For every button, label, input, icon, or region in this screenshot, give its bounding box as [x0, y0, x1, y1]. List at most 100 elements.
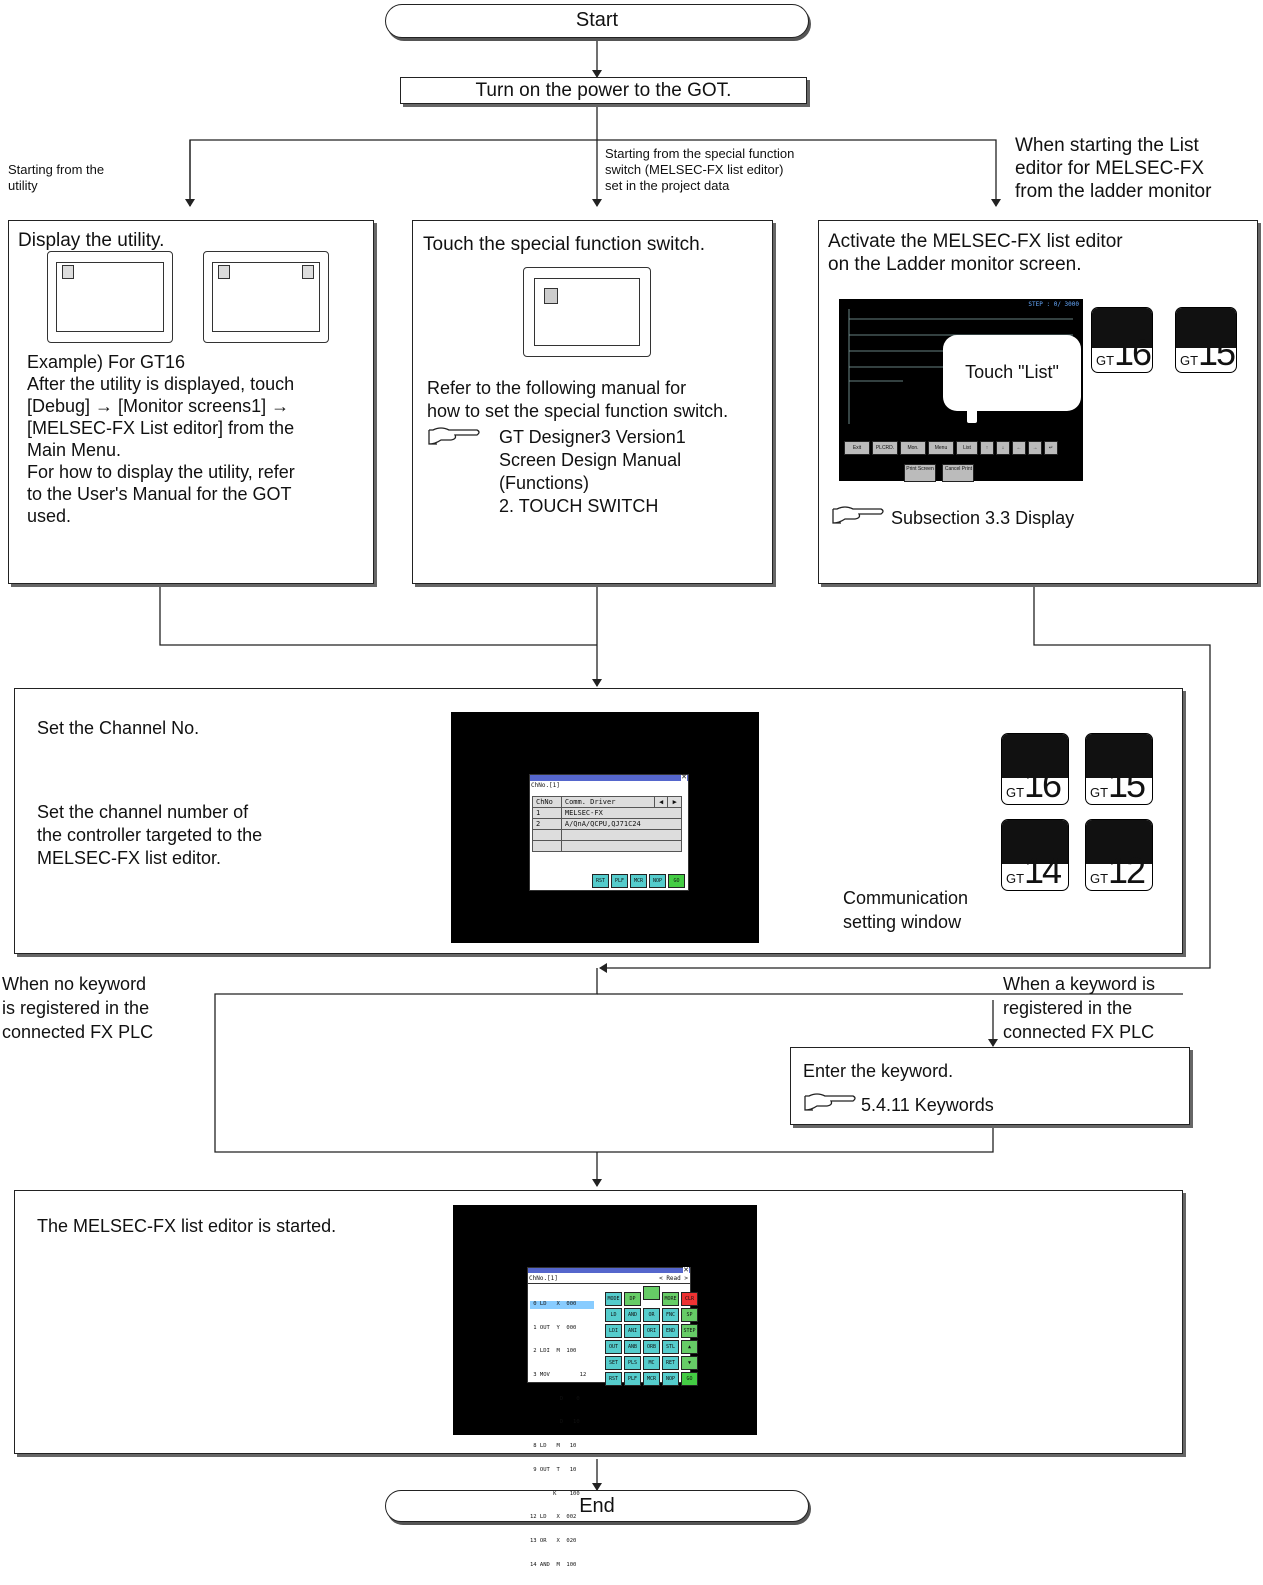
editor-status: < Read > [659, 1275, 688, 1282]
ladder-button[interactable]: ↵ [1044, 441, 1058, 455]
connector [159, 585, 597, 646]
list-line[interactable]: 0 LD X 000 [530, 1300, 594, 1309]
down-key[interactable]: ▼ [681, 1356, 698, 1370]
ladder-button[interactable]: Mon. [900, 441, 926, 455]
key[interactable]: END [662, 1324, 679, 1338]
list-line[interactable]: D 10 [530, 1419, 580, 1426]
list-line[interactable]: 9 OUT T 10 [530, 1466, 577, 1473]
list-editor-screenshot: ✕ ChNo.[1] < Read > 0 LD X 000 1 OUT Y 0… [453, 1205, 757, 1568]
key[interactable]: MC [643, 1356, 660, 1370]
ladder-button[interactable]: ← [1012, 441, 1026, 455]
key[interactable]: STEP [681, 1324, 698, 1338]
list-line[interactable]: 12 LD X 002 [530, 1514, 577, 1521]
ladder-step: Activate the MELSEC-FX list editor on th… [818, 220, 1258, 584]
finger-icon [62, 265, 74, 279]
key[interactable]: LDI [605, 1324, 622, 1338]
rst-key[interactable]: RST [592, 874, 609, 888]
print-screen-button[interactable]: Print Screen [904, 464, 936, 482]
end-terminator: End [385, 1490, 809, 1522]
key[interactable]: CLR [681, 1292, 698, 1306]
up-key[interactable]: ▲ [681, 1340, 698, 1354]
list-line[interactable]: 13 OR X 020 [530, 1538, 577, 1544]
keyword-title: Enter the keyword. [803, 1061, 954, 1081]
list-line[interactable]: D 0 [530, 1395, 580, 1402]
list-line[interactable]: K 100 [530, 1490, 580, 1497]
channel-title: Set the Channel No. [37, 718, 200, 738]
power-label: Turn on the power to the GOT. [475, 80, 732, 101]
connector [214, 968, 994, 1153]
ladder-button[interactable]: PLCRD. [872, 441, 898, 455]
key[interactable]: NOP [662, 1372, 679, 1386]
ladder-button[interactable]: → [1028, 441, 1042, 455]
key[interactable]: RST [605, 1372, 622, 1386]
key[interactable]: PLF [624, 1372, 641, 1386]
branch-mid-label: Starting from the special function switc… [605, 146, 795, 193]
list-line[interactable]: 3 MOV 12 [530, 1371, 587, 1378]
key[interactable] [643, 1286, 660, 1300]
key[interactable]: DP [624, 1292, 641, 1306]
close-icon[interactable]: ✕ [683, 1267, 689, 1274]
finger-icon [544, 288, 558, 304]
no-keyword-label: When no keyword is registered in the con… [2, 974, 154, 1042]
keyword-manual-reference: 5.4.11 Keywords [861, 1095, 994, 1115]
branch-right-label: When starting the List editor for MELSEC… [1015, 135, 1212, 202]
key[interactable]: LD [605, 1308, 622, 1322]
cancel-print-button[interactable]: Cancel Print [942, 464, 975, 482]
table-header: Comm. Driver [560, 796, 655, 808]
list-line[interactable]: 1 OUT Y 000 [530, 1324, 577, 1331]
manual-reference-icon [804, 1093, 856, 1111]
ladder-title: Activate the MELSEC-FX list editor on th… [828, 231, 1123, 275]
key[interactable]: RET [662, 1356, 679, 1370]
list-line[interactable]: 14 AND M 100 [530, 1561, 577, 1568]
plf-key[interactable]: PLF [611, 874, 628, 888]
key[interactable]: ANI [624, 1324, 641, 1338]
key[interactable]: MCR [643, 1372, 660, 1386]
key[interactable]: OR [643, 1308, 660, 1322]
ladder-button[interactable]: List [956, 441, 978, 455]
connector [189, 139, 1001, 207]
finger-icon [218, 265, 230, 279]
nop-key[interactable]: NOP [649, 874, 666, 888]
list-line[interactable]: 8 LD M 10 [530, 1443, 577, 1450]
close-icon[interactable]: ✕ [681, 774, 687, 781]
go-key[interactable]: GO [668, 874, 685, 888]
next-icon[interactable]: ▶ [667, 796, 682, 808]
key[interactable]: ORI [643, 1324, 660, 1338]
ladder-button[interactable]: Menu [928, 441, 954, 455]
prev-icon[interactable]: ◀ [653, 796, 669, 808]
key[interactable]: SP [681, 1308, 698, 1322]
key[interactable]: FNC [662, 1308, 679, 1322]
mcr-key[interactable]: MCR [630, 874, 647, 888]
start-terminator: Start [385, 4, 809, 38]
ladder-button[interactable]: Exit [844, 441, 870, 455]
touch-list-label: Touch "List" [965, 362, 1059, 382]
got-frame-switch [523, 267, 651, 357]
list-line[interactable]: 2 LDI M 100 [530, 1348, 577, 1355]
key[interactable]: STL [662, 1340, 679, 1354]
ladder-button[interactable]: ↓ [996, 441, 1010, 455]
switch-manual-reference: GT Designer3 Version1 Screen Design Manu… [499, 427, 686, 516]
pointing-finger-icon [967, 405, 977, 423]
key[interactable]: ORB [643, 1340, 660, 1354]
key[interactable]: ANB [624, 1340, 641, 1354]
key[interactable]: AND [624, 1308, 641, 1322]
key[interactable]: MODE [605, 1292, 622, 1306]
keyword-label: When a keyword is registered in the conn… [1003, 974, 1156, 1042]
key[interactable]: PLS [624, 1356, 641, 1370]
finger-icon [302, 265, 314, 279]
key[interactable]: SET [605, 1356, 622, 1370]
key[interactable]: OUT [605, 1340, 622, 1354]
end-label: End [579, 1495, 615, 1517]
ladder-manual-reference: Subsection 3.3 Display [891, 508, 1075, 528]
key[interactable]: MORE [662, 1292, 679, 1306]
window-title: ChNo.[1] [531, 782, 560, 789]
ladder-button-row-2: Print Screen Cancel Print [903, 457, 975, 482]
ladder-step-counter: STEP : 0/ 3000 [1028, 301, 1079, 308]
ladder-button[interactable]: ↑ [980, 441, 994, 455]
go-key[interactable]: GO [681, 1372, 698, 1386]
